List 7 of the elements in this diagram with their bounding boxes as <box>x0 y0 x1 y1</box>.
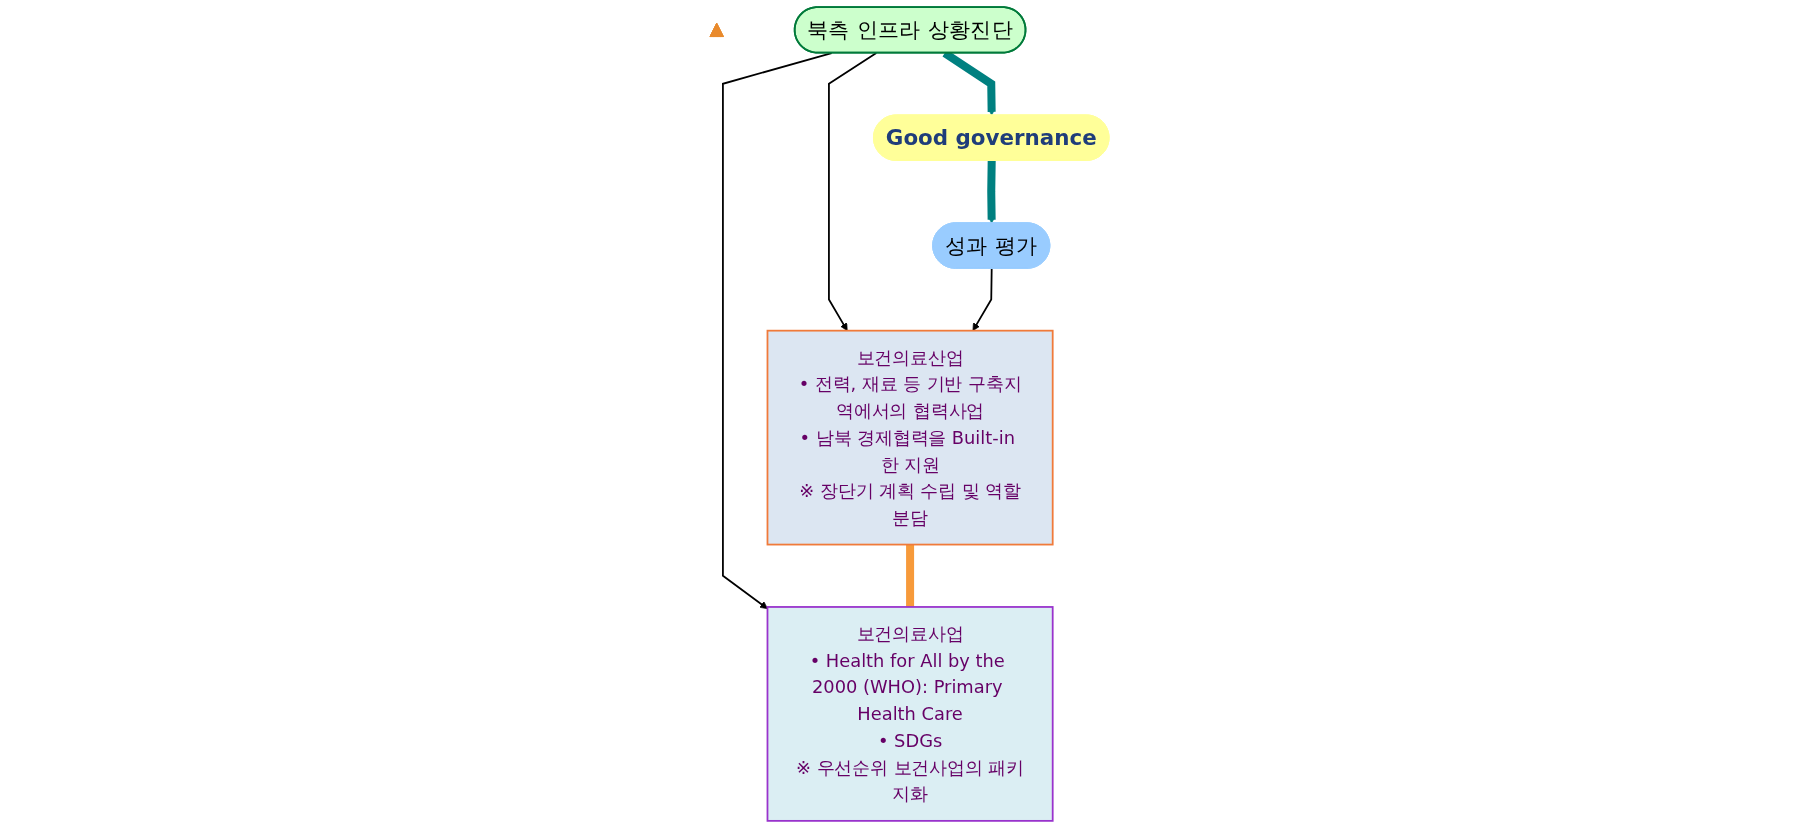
node-box: 보건의료산업 • 전력, 재료 등 기반 구축지역에서의 협력사업 • 남북 경제협력을 Built-in 한 지원 ※ 장단기 계획 수립 및 역할분담 <box>766 329 1054 546</box>
arrow <box>972 267 993 331</box>
arrow <box>828 52 878 331</box>
arrow <box>722 52 833 609</box>
node-box: 보건의료사업 • Health for All by the 2000 (WHO): Primary Health Care • SDGs ※ 우선순위 보건사업의 패키지화 <box>766 606 1054 822</box>
arrow <box>987 160 996 224</box>
connector <box>906 544 915 607</box>
